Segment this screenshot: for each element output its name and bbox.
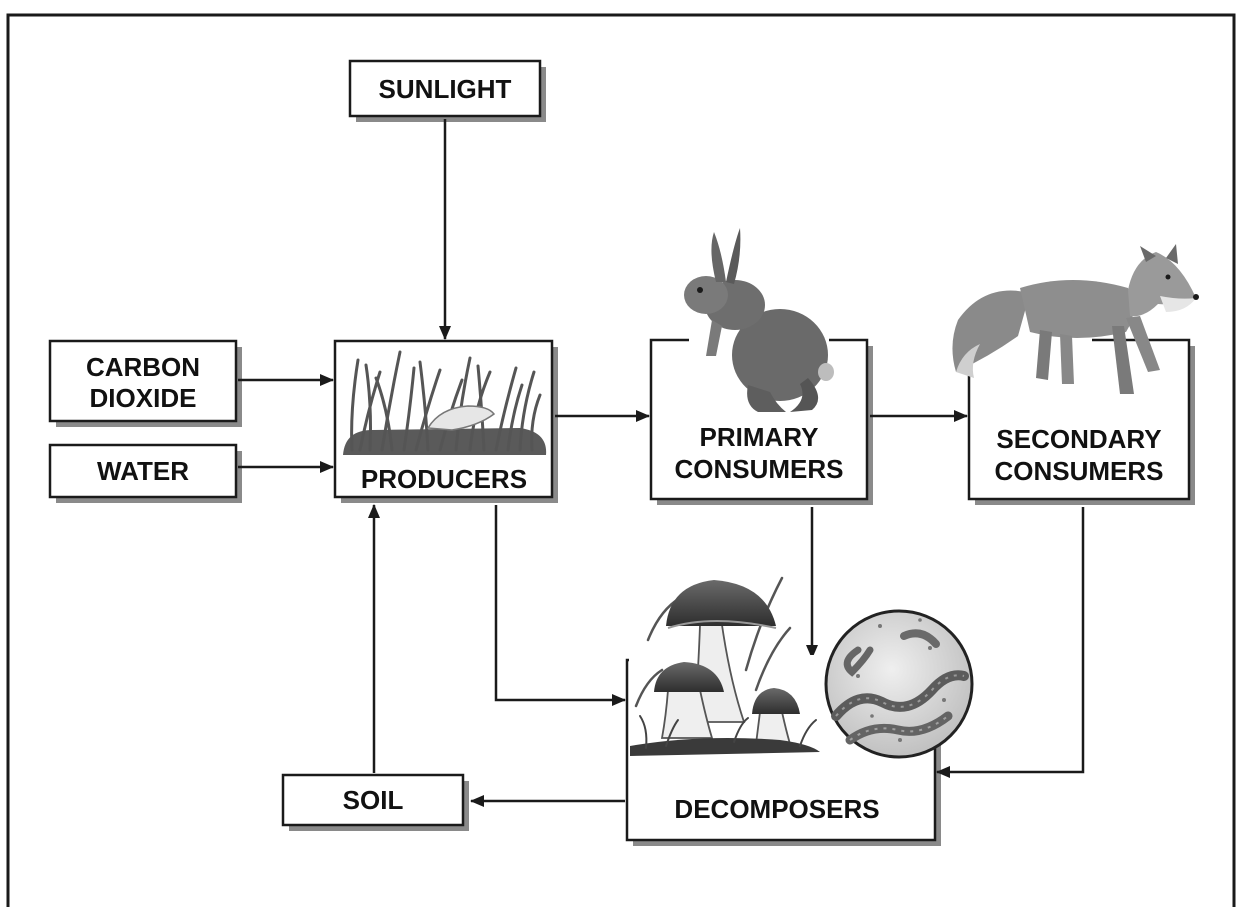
arrow-secondary-decomposers (936, 507, 1085, 778)
secondary-consumers-label-line1: SECONDARY (996, 424, 1161, 454)
outer-frame (6, 13, 1236, 907)
water-label: WATER (97, 456, 189, 486)
carbon-dioxide-label-line1: CARBON (86, 352, 200, 382)
soil-label: SOIL (343, 785, 404, 815)
carbon-dioxide-label-line2: DIOXIDE (90, 383, 197, 413)
rabbit-icon (684, 228, 834, 412)
mushrooms-icon (629, 576, 829, 756)
fox-icon (952, 244, 1199, 394)
worms-icon (824, 609, 974, 759)
primary-consumers-label-line2: CONSUMERS (674, 454, 843, 484)
secondary-consumers-box: SECONDARY CONSUMERS (967, 338, 1195, 505)
carbon-dioxide-box: CARBON DIOXIDE (48, 339, 242, 427)
sunlight-box: SUNLIGHT (348, 59, 546, 122)
grass-icon (343, 350, 547, 455)
water-box: WATER (48, 443, 242, 503)
primary-consumers-label-line1: PRIMARY (700, 422, 819, 452)
soil-box: SOIL (281, 773, 469, 831)
secondary-consumers-label-line2: CONSUMERS (994, 456, 1163, 486)
producers-label: PRODUCERS (361, 464, 527, 494)
sunlight-label: SUNLIGHT (379, 74, 512, 104)
decomposers-label: DECOMPOSERS (674, 794, 879, 824)
arrow-producers-decomposers (494, 505, 626, 706)
